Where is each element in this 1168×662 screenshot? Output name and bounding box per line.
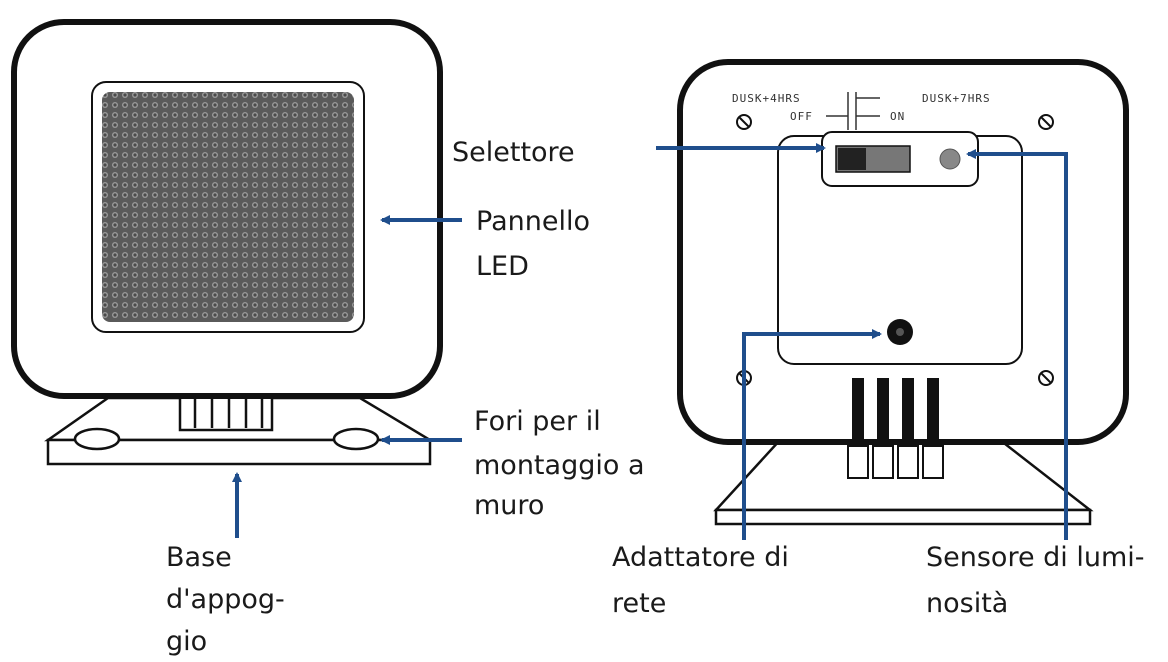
label-adapter-line2: rete xyxy=(612,588,666,619)
screw xyxy=(736,114,1054,386)
front-device xyxy=(11,19,443,466)
mount-hole-left xyxy=(73,427,121,451)
arrow-sensor xyxy=(966,149,1068,540)
label-base-line3: gio xyxy=(166,626,207,657)
label-mount-holes-line2: montaggio a xyxy=(474,450,645,481)
arrows xyxy=(232,143,1068,540)
led-panel xyxy=(102,92,354,322)
label-led-panel-line1: Pannello xyxy=(476,206,590,237)
selector-switch xyxy=(835,145,911,173)
marking-on: ON xyxy=(890,110,905,123)
label-adapter-line1: Adattatore di xyxy=(612,542,789,573)
label-mount-holes-line1: Fori per il xyxy=(474,406,601,437)
label-base-line2: d'appog- xyxy=(166,584,285,615)
marking-off: OFF xyxy=(790,110,813,123)
power-jack xyxy=(887,319,913,345)
label-mount-holes-line3: muro xyxy=(474,490,544,521)
marking-dusk-4hrs: DUSK+4HRS xyxy=(732,92,801,105)
marking-dusk-7hrs: DUSK+7HRS xyxy=(922,92,991,105)
label-led-panel-line2: LED xyxy=(476,251,529,282)
label-base-line1: Base xyxy=(166,542,232,573)
label-sensor-line1: Sensore di lumi- xyxy=(926,542,1145,573)
arrow-adapter xyxy=(742,329,882,540)
back-stand-pillars xyxy=(847,378,944,479)
label-sensor-line2: nosità xyxy=(926,588,1008,619)
switch-diagram xyxy=(826,92,880,130)
mount-hole-right xyxy=(332,427,380,451)
label-selector: Selettore xyxy=(452,137,575,168)
light-sensor xyxy=(939,148,961,170)
back-device: DUSK+4HRS DUSK+7HRS OFF ON xyxy=(677,59,1129,526)
